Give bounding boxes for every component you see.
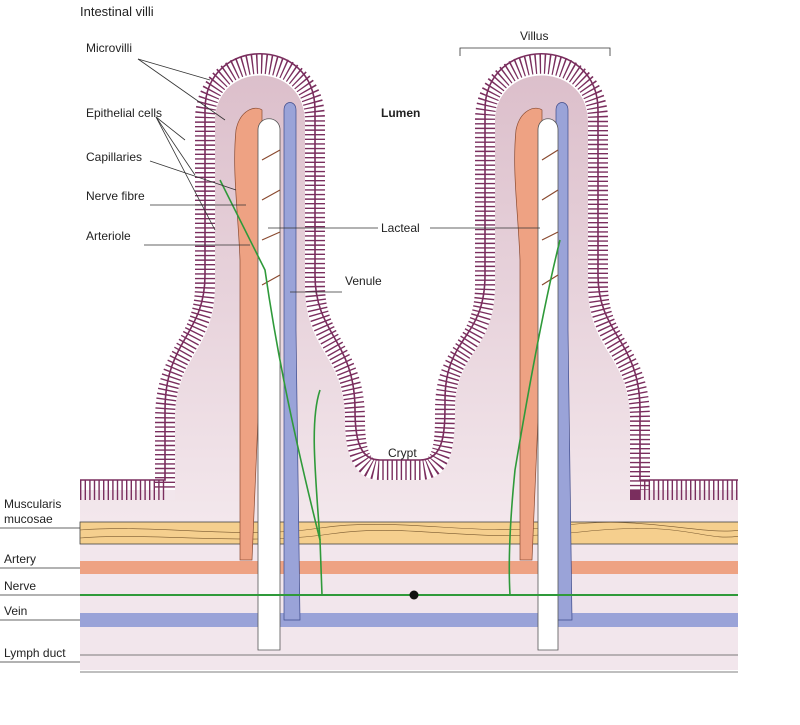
label-muscularis-mucosae-1: Muscularis — [4, 497, 61, 511]
label-vein: Vein — [4, 604, 27, 618]
epithelium — [80, 53, 738, 500]
label-artery: Artery — [4, 552, 36, 566]
leader-lines — [0, 47, 611, 663]
lacteal-right — [537, 118, 559, 651]
nerve-cell-body — [409, 590, 419, 600]
venule-right — [555, 102, 573, 621]
label-nerve: Nerve — [4, 579, 36, 593]
label-lymph-duct: Lymph duct — [4, 646, 66, 660]
venule-left — [283, 102, 301, 621]
label-arteriole: Arteriole — [86, 229, 131, 243]
label-microvilli: Microvilli — [86, 41, 132, 55]
artery-band — [80, 561, 738, 574]
diagram-title: Intestinal villi — [80, 4, 154, 19]
label-crypt: Crypt — [388, 446, 417, 460]
label-villus: Villus — [520, 29, 548, 43]
label-nerve-fibre: Nerve fibre — [86, 189, 145, 203]
label-muscularis-mucosae-2: mucosae — [4, 512, 53, 526]
label-epithelial-cells: Epithelial cells — [86, 106, 162, 120]
label-venule: Venule — [345, 274, 382, 288]
lacteal-left — [257, 118, 281, 651]
label-lumen: Lumen — [381, 106, 420, 120]
arteriole-left — [234, 107, 263, 561]
label-capillaries: Capillaries — [86, 150, 142, 164]
vein-band — [80, 613, 738, 627]
label-lacteal: Lacteal — [381, 221, 420, 235]
